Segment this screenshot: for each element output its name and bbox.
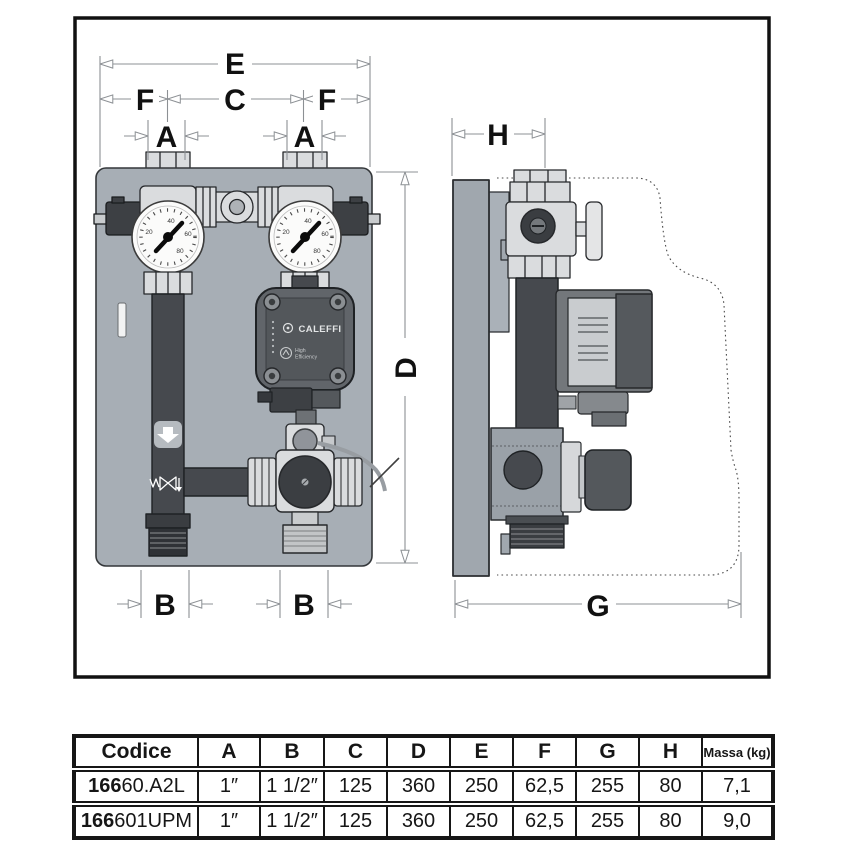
dim-label-D: D [390,357,423,379]
dim-label-A-left: A [156,121,178,154]
value-D: 360 [386,769,451,804]
pump-eff-line2: Efficiency [295,355,318,361]
bottom-thread-right [282,524,328,554]
side-valve [505,169,603,279]
col-header-B: B [259,736,325,772]
check-valve-icon [149,476,182,492]
product-code: 16660.A2L [73,769,199,804]
mixing-valve [247,449,363,554]
value-F: 62,5 [512,801,577,838]
value-G: 255 [575,801,640,838]
temperature-gauge-right: 20 40 60 80 [267,199,343,275]
value-E: 250 [449,801,514,838]
value-D: 360 [386,801,451,838]
side-view [452,169,740,577]
value-C: 125 [323,801,388,838]
dim-label-B-left: B [154,589,176,622]
dim-label-G: G [586,590,609,623]
gauge-num-80: 80 [313,248,321,255]
front-view: 20 40 60 80 20 40 60 80 [93,151,400,567]
value-massa: 7,1 [701,769,774,804]
dim-label-C: C [224,84,246,117]
gauge-num-60: 60 [321,231,329,238]
value-massa: 9,0 [701,801,774,838]
col-header-codice: Codice [73,736,199,772]
bottom-thread-left [148,527,188,557]
value-H: 80 [638,769,703,804]
pump-eff-line1: High [295,348,306,354]
wall-plate [452,179,511,577]
pump-brand-label: CALEFFI [299,324,342,335]
product-code: 166601UPM [73,801,199,838]
side-valve-knob [584,449,632,511]
gauge-num-40: 40 [304,218,312,225]
gauge-num-20: 20 [145,229,153,236]
dim-label-F-left: F [136,84,154,117]
temperature-gauge-left: 20 40 60 80 [130,199,206,275]
pump-terminal-box [269,387,313,413]
side-pump-motor [555,289,653,427]
value-C: 125 [323,769,388,804]
col-header-E: E [449,736,514,772]
table-row-16660A2L: 16660.A2L 1″ 1 1/2″ 125 360 250 62,5 255… [73,769,774,804]
table-row-166601UPM: 166601UPM 1″ 1 1/2″ 125 360 250 62,5 255… [73,801,774,838]
capillary-tube [317,441,387,492]
dim-label-H: H [487,119,509,152]
col-header-G: G [575,736,640,772]
side-pipe [515,277,559,431]
value-B: 1 1/2″ [259,769,325,804]
capillary-break-mark [369,457,400,488]
value-E: 250 [449,769,514,804]
gauge-num-20: 20 [282,229,290,236]
dimensions-table: Codice A B C D E F G H Massa (kg) 16660.… [72,734,775,840]
code-suffix: 60.A2L [121,775,185,797]
value-B: 1 1/2″ [259,801,325,838]
code-prefix: 166 [88,775,122,797]
panel-slot [117,302,127,338]
col-header-F: F [512,736,577,772]
high-efficiency-icon [279,346,293,360]
value-F: 62,5 [512,769,577,804]
value-H: 80 [638,801,703,838]
bypass-pipe [183,467,251,497]
value-A: 1″ [197,801,261,838]
caleffi-logo-icon [282,322,294,334]
dim-label-E: E [225,48,245,81]
col-header-H: H [638,736,703,772]
gauge-num-60: 60 [184,231,192,238]
col-header-C: C [323,736,388,772]
col-header-A: A [197,736,261,772]
value-A: 1″ [197,769,261,804]
dim-label-B-right: B [293,589,315,622]
gauge-num-80: 80 [176,248,184,255]
front-dimensions [100,48,421,618]
dim-label-F-right: F [318,84,336,117]
code-prefix: 166 [80,810,115,832]
side-dimensions [452,118,741,618]
return-pipe [145,293,191,557]
col-header-massa: Massa (kg) [701,736,774,772]
arrow-down-icon [157,427,179,443]
circulation-pump: CALEFFI High Efficiency [255,275,355,427]
col-header-D: D [386,736,451,772]
value-G: 255 [575,769,640,804]
dim-label-A-right: A [294,121,316,154]
side-manifold [490,427,632,549]
code-suffix: 601UPM [114,810,193,832]
gauge-num-40: 40 [167,218,175,225]
pump-led-column [271,320,275,354]
table-header-row: Codice A B C D E F G H Massa (kg) [73,736,774,772]
